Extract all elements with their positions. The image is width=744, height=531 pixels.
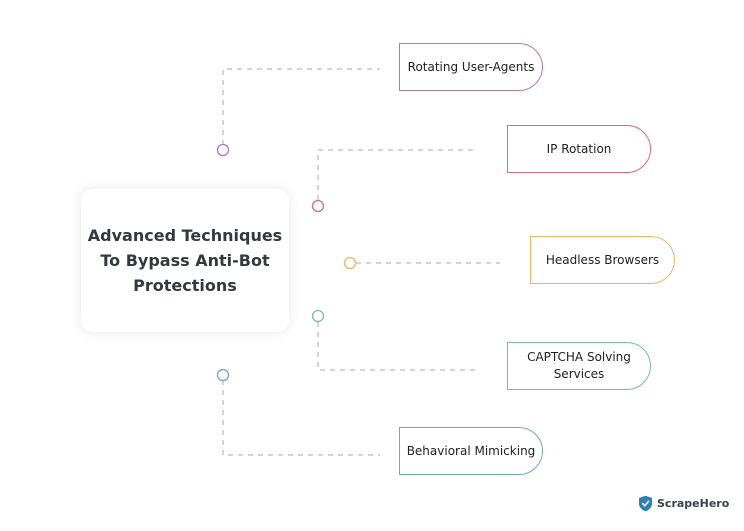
technique-label: CAPTCHA Solving Services [527, 350, 631, 381]
technique-box-behavioral-mimicking: Behavioral Mimicking [399, 427, 543, 475]
technique-label: Behavioral Mimicking [406, 443, 536, 458]
connector-behavioral-mimicking [222, 380, 380, 456]
technique-label: Headless Browsers [545, 252, 660, 267]
technique-label: IP Rotation [546, 141, 612, 156]
technique-box-rotating-user-agents: Rotating User-Agents [399, 43, 543, 91]
node-captcha [311, 309, 325, 323]
brand-name: ScrapeHero [657, 496, 730, 510]
technique-box-headless-browsers: Headless Browsers [530, 236, 675, 284]
node-rotating-user-agents [216, 143, 230, 157]
node-headless-browsers [343, 256, 357, 270]
technique-box-ip-rotation: IP Rotation [507, 125, 651, 173]
node-behavioral-mimicking [216, 368, 230, 382]
connector-rotating-user-agents [222, 68, 380, 145]
node-ip-rotation [311, 199, 325, 213]
technique-box-captcha-solving-services: CAPTCHA Solving Services [507, 342, 651, 390]
connector-ip-rotation [317, 149, 478, 200]
central-topic-box: Advanced Techniques To Bypass Anti-Bot P… [81, 189, 289, 332]
connector-captcha [317, 322, 478, 371]
brand-logo: ScrapeHero [638, 494, 729, 512]
shield-icon [639, 495, 652, 511]
technique-label: Rotating User-Agents [407, 59, 535, 74]
central-topic-title: Advanced Techniques To Bypass Anti-Bot P… [87, 226, 283, 295]
